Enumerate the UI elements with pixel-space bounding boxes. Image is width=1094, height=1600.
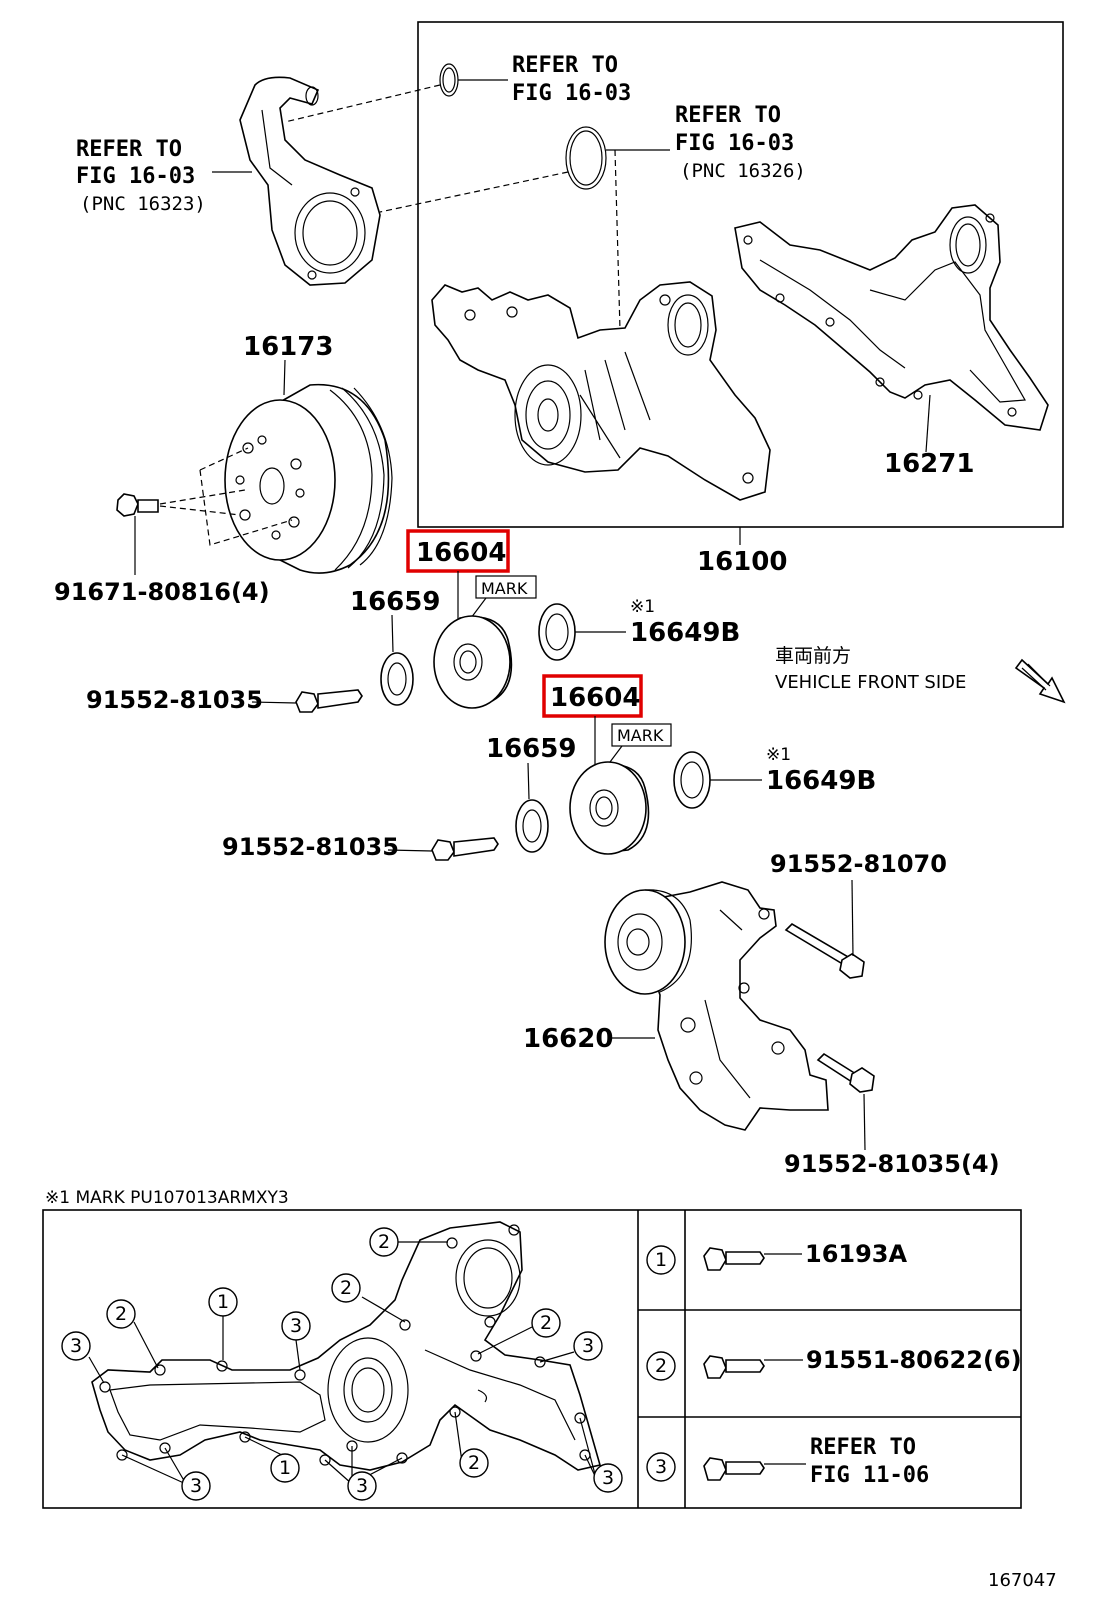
oring-top-refer-1: REFER TO	[512, 53, 618, 78]
label-91552-81035-lower[interactable]: 91552-81035	[222, 833, 399, 861]
belt-tensioner[interactable]	[604, 881, 829, 1131]
vehicle-front-arrow-icon	[1014, 658, 1066, 704]
svg-text:3: 3	[356, 1475, 368, 1497]
tensioner-bolt-short[interactable]	[816, 1052, 875, 1093]
plate-lower[interactable]	[515, 799, 549, 853]
inlet-pnc: (PNC 16323)	[80, 193, 206, 215]
label-91552-81070[interactable]: 91552-81070	[770, 850, 947, 878]
oring-top-refer-2: FIG 16-03	[512, 81, 631, 106]
water-inlet-housing[interactable]	[239, 76, 381, 286]
note-lower: ※1	[766, 745, 791, 765]
label-91671-80816[interactable]: 91671-80816(4)	[54, 578, 270, 606]
legend-part-1: 16193A	[805, 1240, 907, 1268]
note-upper: ※1	[630, 597, 655, 617]
highlight-16604-lower	[542, 674, 643, 718]
label-16271[interactable]: 16271	[884, 449, 974, 479]
oring-mid-refer-1: REFER TO	[675, 103, 781, 128]
label-16604-lower[interactable]: 16604	[550, 683, 640, 713]
water-pump-body[interactable]	[431, 281, 771, 501]
svg-text:2: 2	[468, 1452, 480, 1474]
bolt-lower[interactable]	[431, 837, 499, 861]
legend-num-2: 2	[655, 1355, 667, 1377]
svg-text:3: 3	[582, 1335, 594, 1357]
cover-upper[interactable]	[538, 603, 576, 661]
callout-3-f[interactable]: 3	[347, 1471, 377, 1501]
callout-3-b[interactable]: 3	[61, 1331, 91, 1361]
idler-pulley-upper[interactable]	[433, 615, 513, 709]
callout-3-d[interactable]: 3	[593, 1463, 623, 1493]
svg-text:2: 2	[340, 1277, 352, 1299]
label-91552-81035-4[interactable]: 91552-81035(4)	[784, 1150, 1000, 1178]
callout-2-c[interactable]: 2	[531, 1308, 561, 1338]
label-16173[interactable]: 16173	[243, 332, 333, 362]
bolt-3-icon	[703, 1457, 765, 1481]
callout-3-a[interactable]: 3	[281, 1311, 311, 1341]
bolt-2-icon	[703, 1355, 765, 1379]
legend-part-3-line1: REFER TO	[810, 1435, 916, 1460]
mark-upper: MARK	[481, 579, 528, 598]
callout-2-e[interactable]: 2	[459, 1448, 489, 1478]
callout-3-g[interactable]: 3	[242, 1475, 254, 1497]
water-pump-pulley[interactable]	[224, 383, 393, 574]
svg-text:1: 1	[217, 1291, 229, 1313]
legend-row-2[interactable]: 2 91551-80622(6)	[646, 1346, 1022, 1381]
callout-1-a[interactable]: 1	[208, 1287, 238, 1317]
legend-num-3: 3	[655, 1456, 667, 1478]
label-16659-lower[interactable]: 16659	[486, 734, 576, 764]
water-pump-gasket[interactable]	[734, 204, 1049, 431]
oring-mid-refer-2: FIG 16-03	[675, 131, 794, 156]
label-16620[interactable]: 16620	[523, 1024, 613, 1054]
svg-text:2: 2	[115, 1303, 127, 1325]
label-16659-upper[interactable]: 16659	[350, 587, 440, 617]
label-16649B-upper[interactable]: 16649B	[630, 618, 740, 648]
mark-lower: MARK	[617, 726, 664, 745]
legend-row-1[interactable]: 1 16193A	[646, 1240, 907, 1275]
idler-pulley-lower[interactable]	[569, 761, 650, 855]
legend-num-1: 1	[655, 1249, 667, 1271]
vehicle-front-jp: 車両前方	[775, 645, 851, 667]
oring-large[interactable]	[565, 126, 607, 190]
svg-text:1: 1	[279, 1457, 291, 1479]
callout-2-b[interactable]: 2	[331, 1273, 361, 1303]
mark-box-upper	[475, 575, 537, 599]
footnote-mark: ※1 MARK PU107013ARMXY3	[45, 1188, 289, 1208]
inlet-refer-1: REFER TO	[76, 137, 182, 162]
bolt-upper[interactable]	[295, 689, 363, 713]
callout-2-a[interactable]: 2	[369, 1227, 399, 1257]
svg-text:3: 3	[190, 1475, 202, 1497]
cover-lower[interactable]	[673, 751, 711, 809]
label-16604-upper[interactable]: 16604	[416, 538, 506, 568]
tensioner-bolt-long[interactable]	[784, 922, 865, 979]
legend-part-2: 91551-80622(6)	[806, 1346, 1022, 1374]
pump-bolt-location-drawing	[91, 1221, 602, 1471]
legend-part-3-line2: FIG 11-06	[810, 1463, 929, 1488]
callout-1-b[interactable]: 1	[270, 1453, 300, 1483]
label-16649B-lower[interactable]: 16649B	[766, 766, 876, 796]
plate-upper[interactable]	[380, 652, 414, 706]
svg-text:3: 3	[70, 1335, 82, 1357]
callout-3-e[interactable]: 3	[181, 1471, 211, 1501]
label-91552-81035-upper[interactable]: 91552-81035	[86, 686, 263, 714]
inlet-refer-2: FIG 16-03	[76, 164, 195, 189]
callout-2-d[interactable]: 2	[106, 1299, 136, 1329]
bolt-detail-table	[42, 1209, 1022, 1509]
oring-mid-pnc: (PNC 16326)	[680, 160, 806, 182]
svg-text:3: 3	[290, 1315, 302, 1337]
pulley-bolt[interactable]	[116, 493, 159, 517]
svg-text:3: 3	[602, 1467, 614, 1489]
svg-text:2: 2	[540, 1312, 552, 1334]
callout-3-c[interactable]: 3	[573, 1331, 603, 1361]
mark-box-lower	[611, 723, 672, 747]
figure-id: 167047	[988, 1570, 1057, 1591]
legend-row-3[interactable]: 3 REFER TO FIG 11-06	[646, 1435, 929, 1488]
svg-text:2: 2	[378, 1231, 390, 1253]
vehicle-front-en: VEHICLE FRONT SIDE	[775, 672, 966, 693]
bolt-1-icon	[703, 1247, 765, 1271]
label-16100[interactable]: 16100	[697, 547, 787, 577]
